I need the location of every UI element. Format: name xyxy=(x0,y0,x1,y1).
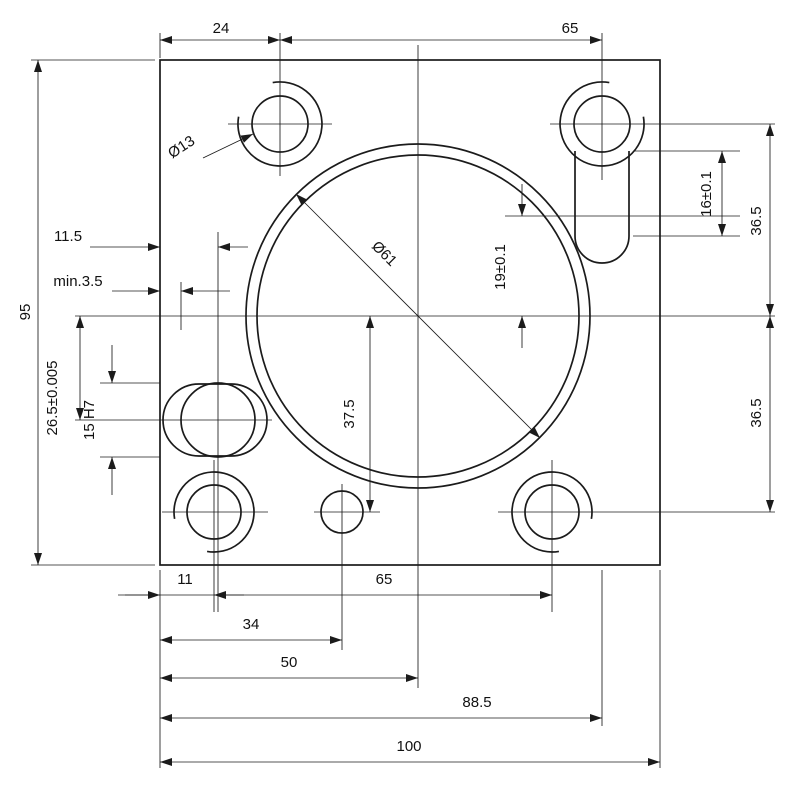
dim-label-11: 11 xyxy=(177,571,193,588)
dim-label-26-5: 26.5±0.005 xyxy=(44,361,61,436)
dimension-lines xyxy=(34,36,774,766)
leader-dia13 xyxy=(202,133,254,159)
dim-label-19: 19±0.1 xyxy=(492,244,509,290)
extension-lines xyxy=(31,33,740,768)
dim-label-65-bottom: 65 xyxy=(376,571,393,588)
dim-label-dia61: Ø61 xyxy=(368,238,400,270)
dim-label-15h7: 15 H7 xyxy=(81,400,98,440)
centerlines xyxy=(75,33,775,726)
dim-label-65-top: 65 xyxy=(562,20,579,37)
plate-outline xyxy=(159,59,661,566)
hole-bottom-left-counterbore-arc xyxy=(173,471,255,553)
dim-label-min-3-5: min.3.5 xyxy=(53,273,102,290)
slot-right xyxy=(574,151,630,264)
dim-label-24: 24 xyxy=(213,20,230,37)
hole-bottom-right-counterbore-arc xyxy=(511,471,593,553)
dim-label-100: 100 xyxy=(396,738,421,755)
dim-label-34: 34 xyxy=(243,616,260,633)
dim-label-dia13: Ø13 xyxy=(165,132,198,162)
obround-left xyxy=(162,383,268,457)
dim-label-95: 95 xyxy=(17,304,34,321)
arrow-segments xyxy=(90,133,552,599)
diameter-line-61 xyxy=(295,193,541,439)
object-lines xyxy=(159,59,661,566)
dimension-labels: 24 65 95 11.5 min.3.5 26.5±0.005 15 H7 Ø… xyxy=(17,20,765,755)
dim-label-36-5-bot: 36.5 xyxy=(748,398,765,427)
dim-label-50: 50 xyxy=(281,654,298,671)
dim-label-16: 16±0.1 xyxy=(698,171,715,217)
dim-label-37-5: 37.5 xyxy=(341,399,358,428)
dim-label-11-5: 11.5 xyxy=(54,228,82,245)
dim-label-36-5-top: 36.5 xyxy=(748,206,765,235)
hole-top-right-counterbore-arc xyxy=(559,81,645,167)
hole-top-left-counterbore-arc xyxy=(237,81,323,167)
dim-label-88-5: 88.5 xyxy=(462,694,491,711)
